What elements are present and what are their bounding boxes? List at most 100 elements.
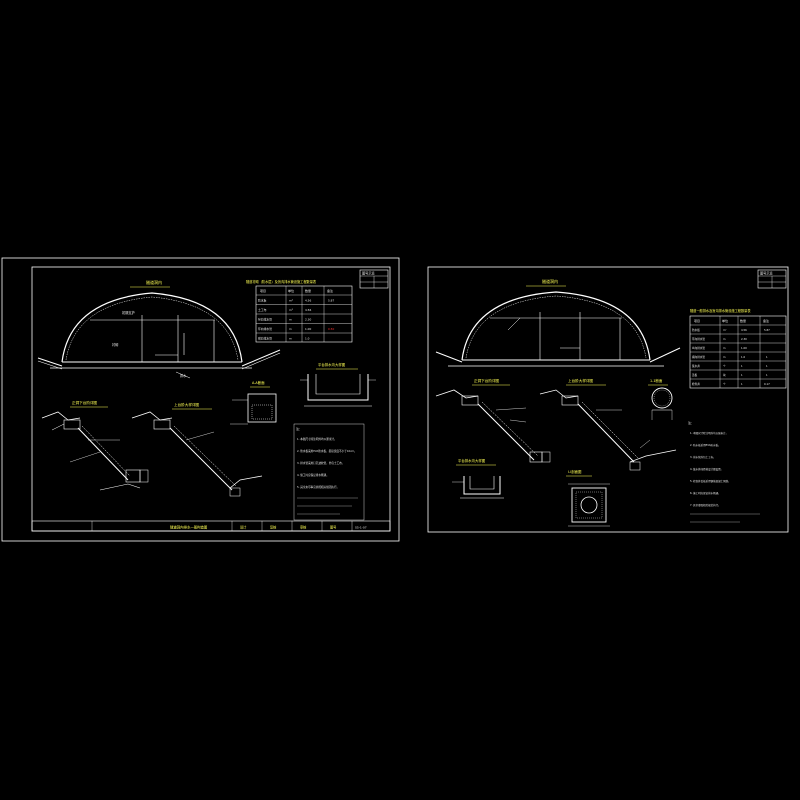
left-note: 3. 排水管采用打孔波纹管，外包土工布。 bbox=[297, 461, 344, 465]
left-arch-title: 隧道洞内 bbox=[146, 279, 162, 285]
left-table-cell: 土工布 bbox=[258, 308, 267, 312]
right-table-title: 隧道一般排水及盲沟排水管设施工程数量表 bbox=[690, 308, 751, 313]
left-quantity-table: 隧道衬砌（防水层）及盲沟排水管设施工程数量表 项目 单位 数量 备注 防水板 m… bbox=[246, 279, 353, 343]
right-detail-a-title: 正洞下台阶详图 bbox=[474, 378, 500, 383]
left-sheet: 图号示意 隧道洞内 初期支护 衬砌 排水 隧道衬砌（ bbox=[1, 257, 400, 542]
left-note: 4. 施工时应保证排水畅通。 bbox=[297, 473, 329, 477]
left-detail-c: A-A断面 bbox=[230, 380, 277, 425]
right-table-header-qty: 数量 bbox=[740, 318, 746, 323]
left-sheet-outer-border bbox=[1, 257, 400, 542]
right-table-cell: 4.56 bbox=[741, 328, 747, 332]
right-note: 6. 施工时应保证排水畅通。 bbox=[690, 491, 721, 495]
right-table-cell: m bbox=[723, 338, 726, 341]
left-detail-c-title: A-A断面 bbox=[252, 380, 265, 385]
right-quantity-table: 隧道一般排水及盲沟排水管设施工程数量表 项目 单位 数量 备注 防水板 m² 4… bbox=[689, 308, 787, 389]
right-table-cell: 检查井 bbox=[692, 382, 700, 386]
right-table-cell: 2.30 bbox=[741, 337, 747, 341]
right-sheet-border bbox=[427, 266, 789, 533]
right-notes-title: 注： bbox=[688, 420, 694, 425]
right-corner-box: 图号示意 bbox=[757, 269, 787, 289]
left-table-cell: m² bbox=[289, 299, 293, 303]
right-detail-c-title: 1-1断面 bbox=[650, 378, 663, 383]
right-notes: 注： 1. 本图尺寸除注明外均以厘米计。 2. 防水板采用EVA防水板。 3. … bbox=[688, 420, 760, 523]
left-arch-side-tag: 衬砌 bbox=[112, 342, 118, 347]
left-detail-b: 上台阶大样详图 bbox=[131, 402, 263, 497]
right-table-cell: 个 bbox=[723, 382, 726, 386]
left-footer-label-drawing-no: 图号 bbox=[330, 525, 336, 530]
left-note: 5. 其余未尽事宜参照相关规范执行。 bbox=[297, 485, 339, 489]
right-table-cell: 1 bbox=[741, 364, 743, 368]
left-table-title: 隧道衬砌（防水层）及盲沟排水管设施工程数量表 bbox=[246, 279, 317, 284]
right-note: 2. 防水板采用EVA防水板。 bbox=[690, 443, 721, 447]
left-table-cell: m² bbox=[289, 308, 293, 312]
right-note: 3. 排水管外包土工布。 bbox=[690, 455, 716, 459]
left-table-cell: 4.56 bbox=[305, 299, 311, 303]
right-arch-section: 隧道洞内 bbox=[435, 278, 681, 367]
right-table-cell: 块 bbox=[723, 373, 726, 377]
right-table-cell: 防水板 bbox=[692, 328, 700, 332]
left-footer-label-check: 复核 bbox=[270, 525, 277, 530]
left-detail-d-title: 平台排水沟大样图 bbox=[318, 362, 346, 367]
right-detail-e: I-I剖面图 bbox=[566, 469, 610, 527]
left-detail-b-title: 上台阶大样详图 bbox=[174, 402, 200, 407]
right-table-cell: m bbox=[723, 356, 726, 359]
right-table-cell: 纵向排水管 bbox=[692, 346, 705, 350]
left-table-header-unit: 单位 bbox=[288, 288, 294, 293]
right-table-cell: 1 bbox=[766, 373, 768, 377]
right-detail-a: 正洞下台阶详图 bbox=[435, 378, 551, 463]
left-table-cell: 2.30 bbox=[305, 318, 311, 322]
left-table-cell: 1.00 bbox=[305, 327, 311, 331]
right-table-cell: 0.17 bbox=[764, 382, 770, 386]
left-table-cell: m bbox=[289, 327, 292, 331]
right-detail-c: 1-1断面 bbox=[648, 378, 673, 420]
left-table-header-qty: 数量 bbox=[305, 288, 311, 293]
right-note: 4. 集水井间距按设计图设置。 bbox=[690, 467, 723, 471]
left-notes: 注： 1. 本图尺寸除注明外均以厘米计。 2. 防水板采用EVA防水板，搭接宽度… bbox=[293, 423, 365, 521]
right-arch-title: 隧道洞内 bbox=[542, 278, 558, 284]
right-note: 5. 检查井盖板采用钢筋混凝土预制。 bbox=[690, 479, 731, 483]
left-detail-d: 平台排水沟大样图 bbox=[300, 362, 376, 407]
right-table-cell: 5.87 bbox=[764, 328, 770, 332]
left-detail-a-title: 正洞下台阶详图 bbox=[72, 400, 98, 405]
left-table-cell: m bbox=[289, 337, 292, 341]
right-detail-d: 平台排水沟大样图 bbox=[452, 458, 504, 499]
left-note: 2. 防水板采用EVA防水板，搭接宽度不小于10cm。 bbox=[297, 449, 357, 453]
left-table-cell: 环向排水管 bbox=[258, 327, 272, 331]
right-table-cell: 环向排水管 bbox=[692, 337, 705, 341]
right-corner-box-label: 图号示意 bbox=[760, 271, 773, 276]
left-table-cell: 4.56 bbox=[305, 308, 311, 312]
left-sheet-inner-border bbox=[31, 266, 391, 532]
right-table-header-note: 备注 bbox=[763, 318, 769, 323]
right-table-cell: 1.00 bbox=[741, 346, 747, 350]
right-table-cell: 横向排水管 bbox=[692, 355, 705, 359]
right-table-header-unit: 单位 bbox=[722, 318, 728, 323]
right-table-cell: 1 bbox=[741, 382, 743, 386]
left-footer-label-review: 审核 bbox=[300, 525, 307, 530]
right-note: 7. 其余参照相关规范执行。 bbox=[690, 503, 721, 507]
right-table-cell: 集水井 bbox=[692, 364, 700, 368]
right-table-cell: 个 bbox=[723, 364, 726, 368]
right-table-cell: 盖板 bbox=[692, 373, 698, 377]
right-detail-b: 上台阶大样详图 bbox=[539, 378, 677, 471]
left-note: 1. 本图尺寸除注明外均以厘米计。 bbox=[297, 437, 337, 441]
left-arch-section: 隧道洞内 初期支护 衬砌 排水 bbox=[37, 279, 281, 379]
left-footer-label-design: 设计 bbox=[240, 525, 247, 530]
left-footer-title: 隧道洞内排水一般构造图 bbox=[170, 525, 208, 530]
right-table-cell: 1.0 bbox=[741, 355, 745, 359]
left-table-cell-highlight: 0.50 bbox=[328, 327, 334, 331]
left-notes-title: 注： bbox=[296, 426, 302, 431]
left-corner-box: 图号示意 bbox=[359, 269, 389, 289]
right-detail-e-title: I-I剖面图 bbox=[568, 469, 582, 474]
right-detail-b-title: 上台阶大样详图 bbox=[568, 378, 594, 383]
left-table-cell: 纵向排水管 bbox=[258, 318, 272, 322]
right-sheet: 图号示意 隧道洞内 隧道一般排水及盲沟排水管设施工程数量表 bbox=[427, 266, 789, 533]
left-table-header-note: 备注 bbox=[327, 288, 333, 293]
right-table-cell: m² bbox=[723, 329, 727, 332]
left-table-cell: 5.87 bbox=[328, 299, 334, 303]
left-table-cell: 防水板 bbox=[258, 299, 267, 303]
right-note: 1. 本图尺寸除注明外均以厘米计。 bbox=[690, 431, 728, 435]
right-table-cell: m bbox=[723, 347, 726, 350]
left-footer-code: S5-1-07 bbox=[355, 526, 367, 530]
left-arch-tag: 初期支护 bbox=[122, 310, 135, 315]
